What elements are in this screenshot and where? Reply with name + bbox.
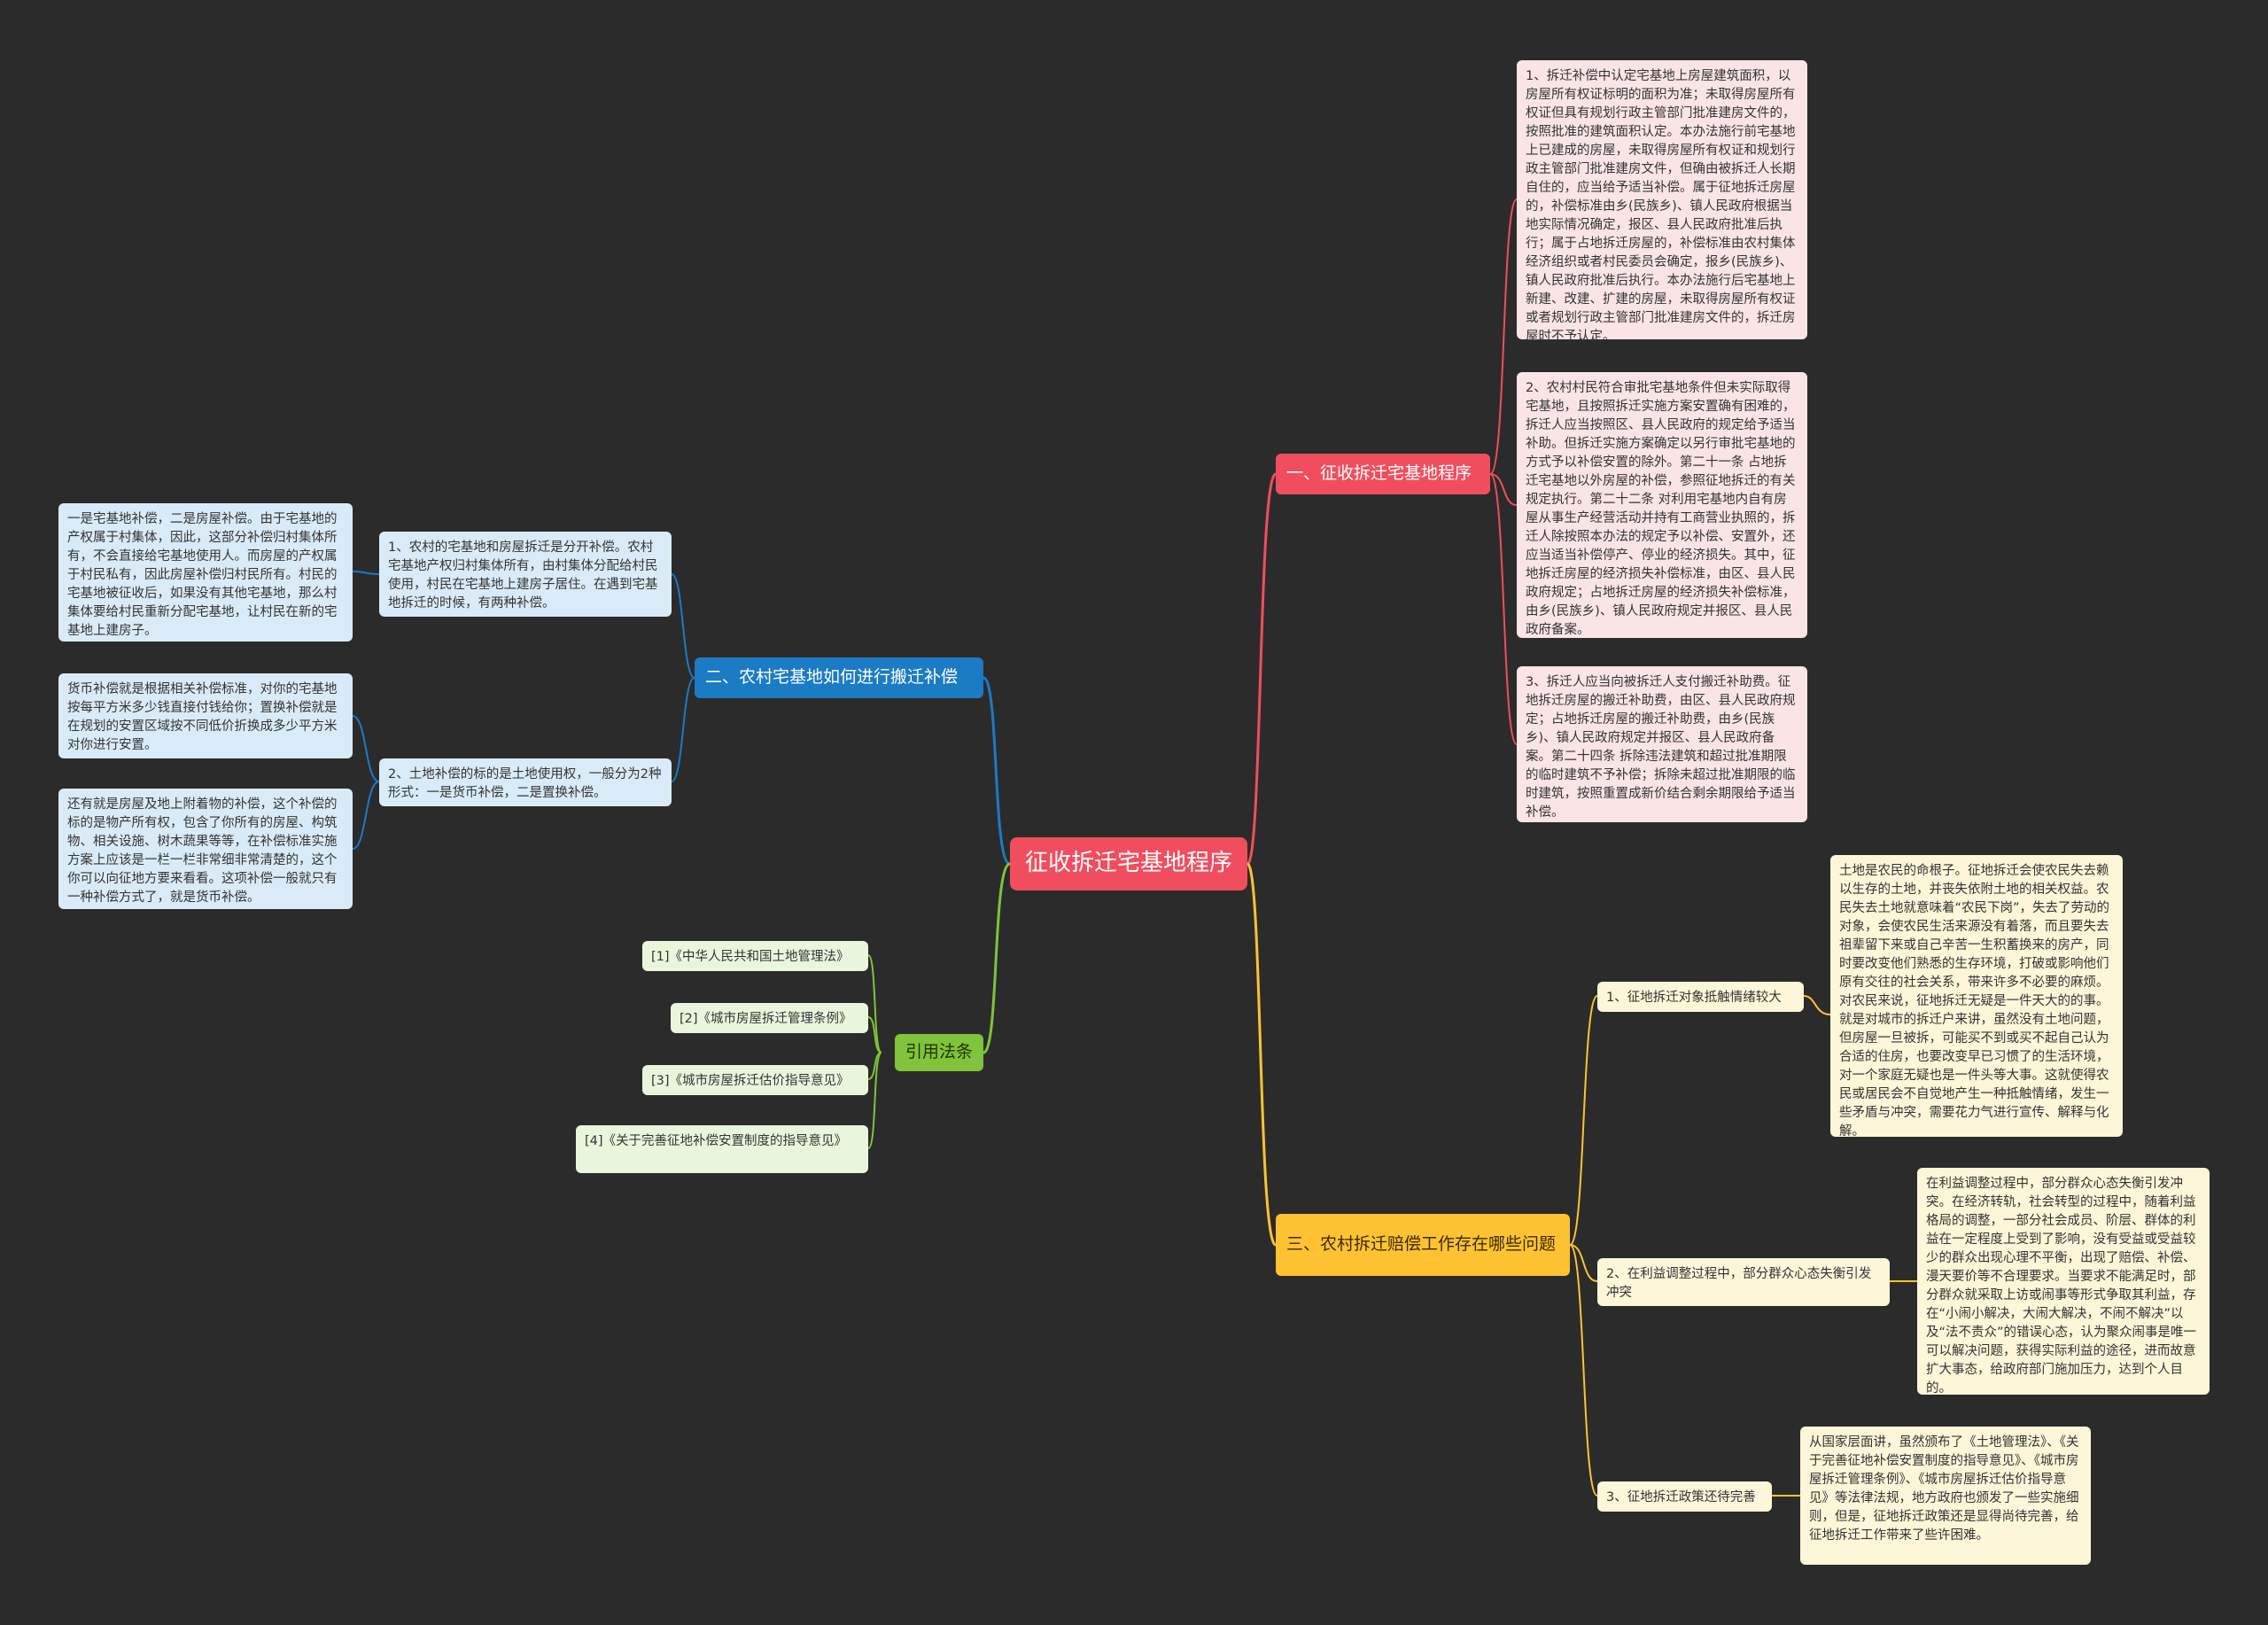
- problem-item-3-detail[interactable]: 从国家层面讲，虽然颁布了《土地管理法》、《关于完善征地补偿安置制度的指导意见》、…: [1800, 1427, 2091, 1565]
- branch-problems[interactable]: 三、农村拆迁赔偿工作存在哪些问题: [1276, 1214, 1570, 1276]
- law-item-2[interactable]: [2]《城市房屋拆迁管理条例》: [671, 1003, 868, 1033]
- problem-item-3[interactable]: 3、征地拆迁政策还待完善: [1597, 1481, 1772, 1512]
- problem-item-2[interactable]: 2、在利益调整过程中，部分群众心态失衡引发冲突: [1597, 1258, 1890, 1306]
- law-item-1[interactable]: [1]《中华人民共和国土地管理法》: [642, 941, 868, 971]
- compensation-item-1-detail[interactable]: 一是宅基地补偿，二是房屋补偿。由于宅基地的产权属于村集体，因此，这部分补偿归村集…: [58, 503, 353, 641]
- branch-laws[interactable]: 引用法条: [895, 1034, 983, 1071]
- problem-item-1[interactable]: 1、征地拆迁对象抵触情绪较大: [1597, 982, 1804, 1012]
- procedure-item-1[interactable]: 1、拆迁补偿中认定宅基地上房屋建筑面积，以房屋所有权证标明的面积为准；未取得房屋…: [1517, 60, 1807, 344]
- compensation-item-2-detail-1[interactable]: 货币补偿就是根据相关补偿标准，对你的宅基地按每平方米多少钱直接付钱给你；置换补偿…: [58, 673, 353, 758]
- problem-item-2-detail[interactable]: 在利益调整过程中，部分群众心态失衡引发冲突。在经济转轨，社会转型的过程中，随着利…: [1917, 1168, 2210, 1396]
- compensation-item-2-detail-2[interactable]: 还有就是房屋及地上附着物的补偿，这个补偿的标的是物产所有权，包含了你所有的房屋、…: [58, 789, 353, 909]
- branch-procedure[interactable]: 一、征收拆迁宅基地程序: [1276, 454, 1490, 494]
- compensation-item-2[interactable]: 2、土地补偿的标的是土地使用权，一般分为2种形式：一是货币补偿，二是置换补偿。: [379, 758, 672, 806]
- law-item-4[interactable]: [4]《关于完善征地补偿安置制度的指导意见》: [576, 1125, 868, 1173]
- law-item-3[interactable]: [3]《城市房屋拆迁估价指导意见》: [642, 1065, 868, 1095]
- root-topic[interactable]: 征收拆迁宅基地程序: [1010, 837, 1247, 890]
- procedure-item-2[interactable]: 2、农村村民符合审批宅基地条件但未实际取得宅基地，且按照拆迁实施方案安置确有困难…: [1517, 372, 1807, 638]
- branch-compensation[interactable]: 二、农村宅基地如何进行搬迁补偿: [695, 657, 983, 698]
- compensation-item-1[interactable]: 1、农村的宅基地和房屋拆迁是分开补偿。农村宅基地产权归村集体所有，由村集体分配给…: [379, 532, 672, 617]
- problem-item-1-detail[interactable]: 土地是农民的命根子。征地拆迁会使农民失去赖以生存的土地，并丧失依附土地的相关权益…: [1830, 855, 2123, 1139]
- procedure-item-3[interactable]: 3、拆迁人应当向被拆迁人支付搬迁补助费。征地拆迁房屋的搬迁补助费，由区、县人民政…: [1517, 666, 1807, 822]
